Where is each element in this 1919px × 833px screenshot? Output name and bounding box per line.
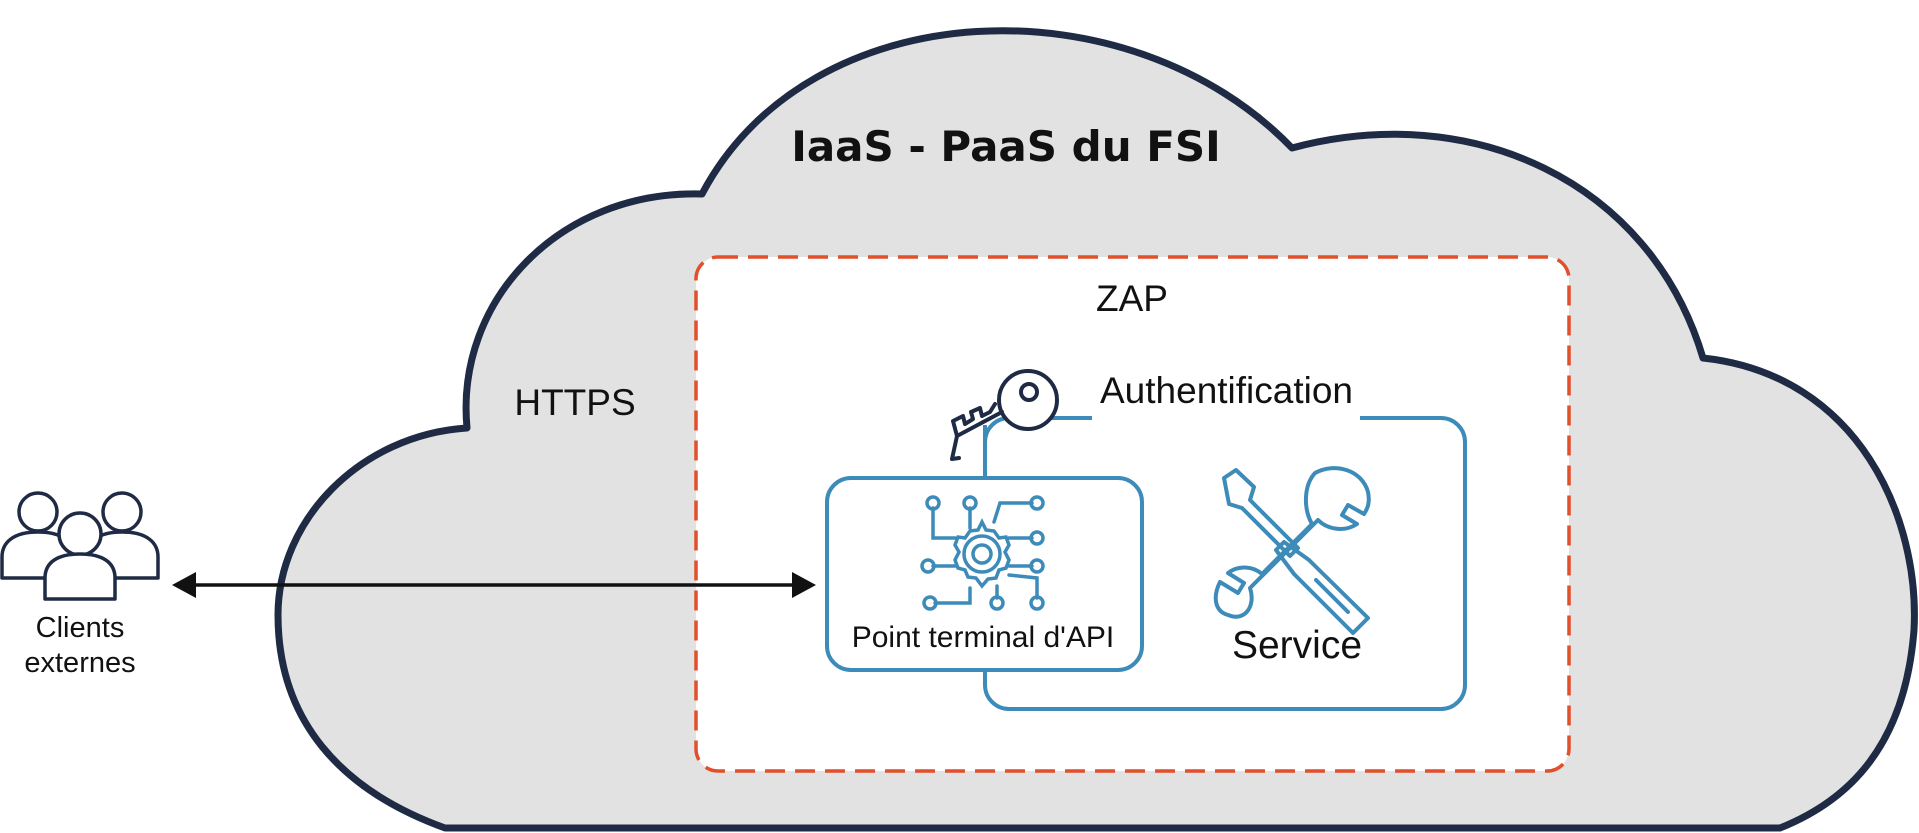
- api-endpoint-label: Point terminal d'API: [852, 621, 1115, 654]
- auth-label-mask: [1092, 395, 1360, 425]
- circuit-gear-icon: [920, 495, 1045, 611]
- api-endpoint-box: [825, 476, 1144, 672]
- zap-label: ZAP: [1096, 278, 1168, 319]
- service-label: Service: [1232, 624, 1362, 667]
- cloud-title: IaaS - PaaS du FSI: [791, 122, 1221, 171]
- clients-label-line2: externes: [24, 647, 135, 679]
- auth-label: Authentification: [1100, 370, 1353, 411]
- clients-label-line1: Clients: [36, 612, 125, 644]
- double-arrow-icon: [172, 572, 816, 598]
- wrench-screwdriver-icon: [1213, 466, 1371, 635]
- https-label: HTTPS: [514, 382, 635, 423]
- users-group-icon: [0, 491, 160, 601]
- key-icon: [950, 369, 1059, 461]
